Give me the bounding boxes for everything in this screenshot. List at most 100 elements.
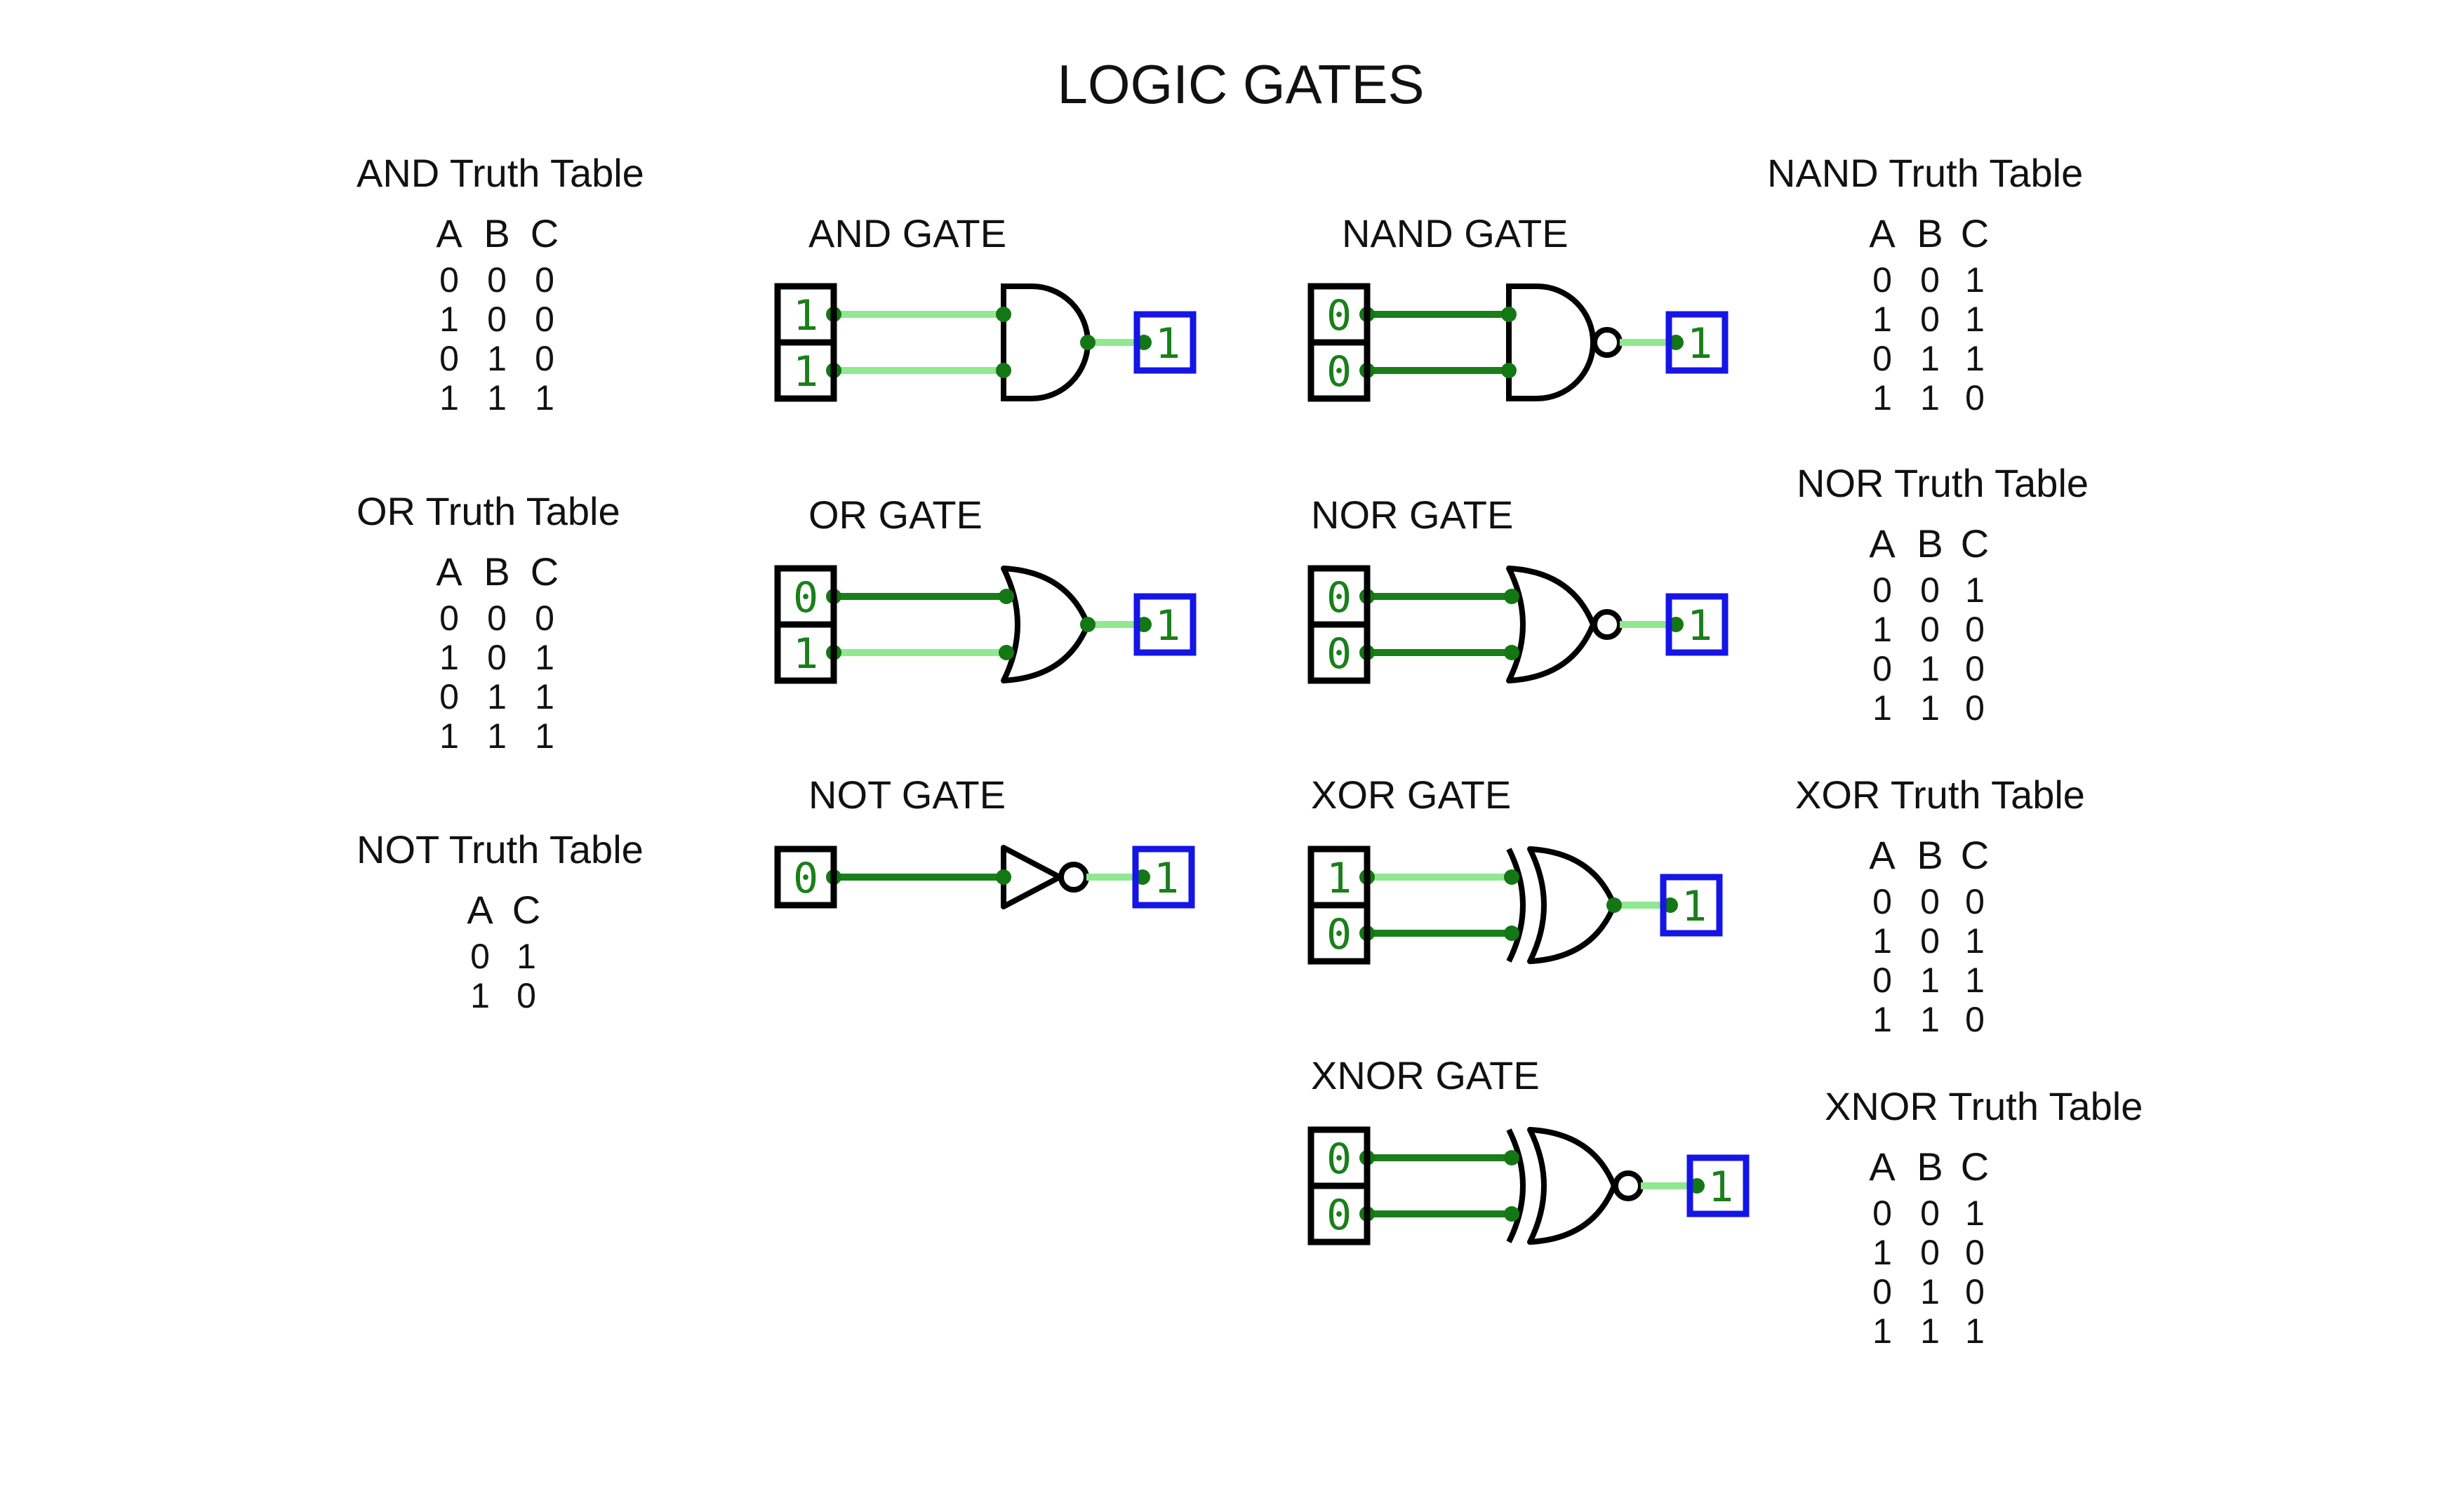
truth-table-cell: 1: [439, 638, 459, 677]
truth-table-cell: 1: [535, 378, 554, 417]
output-probe: [1665, 593, 1729, 656]
output-value: 1: [1708, 1163, 1733, 1212]
wire-junction: [1501, 307, 1517, 322]
output-value: 1: [1155, 319, 1180, 368]
nand-gate-symbol: [1506, 283, 1596, 401]
truth-table-cell: 1: [487, 677, 507, 716]
input-value: 1: [793, 629, 818, 679]
input-pin[interactable]: [1307, 339, 1371, 402]
truth-table-cell: 1: [439, 378, 459, 417]
truth-table-title: NAND Truth Table: [1767, 151, 2083, 195]
input-value: 0: [1326, 573, 1352, 622]
input-pin[interactable]: [774, 621, 837, 684]
truth-table-header: C: [531, 549, 559, 594]
input-value: 0: [1326, 347, 1352, 396]
truth-table-header: B: [1917, 211, 1943, 255]
input-pin[interactable]: [774, 339, 837, 402]
truth-table-cell: 0: [1965, 688, 1985, 728]
truth-table-cell: 1: [517, 937, 536, 976]
truth-table-header: B: [484, 549, 510, 594]
truth-table-cell: 0: [439, 677, 459, 716]
truth-table-cell: 1: [487, 378, 507, 417]
truth-table-cell: 1: [1920, 961, 1940, 1000]
truth-table-cell: 0: [535, 599, 554, 638]
nor-gate-symbol: [1506, 566, 1596, 683]
wire-junction: [996, 307, 1011, 322]
truth-table-cell: 1: [1872, 378, 1892, 417]
truth-table-cell: 1: [535, 638, 554, 677]
truth-table-cell: 0: [487, 638, 507, 677]
output-value: 1: [1687, 319, 1712, 368]
input-value: 0: [793, 573, 818, 622]
input-value: 0: [1326, 291, 1352, 340]
truth-table-cell: 1: [1965, 260, 1985, 300]
truth-table-cell: 0: [1965, 882, 1985, 921]
input-pin[interactable]: [1307, 902, 1371, 965]
truth-table-cell: 0: [1920, 610, 1940, 649]
truth-table-cell: 1: [1872, 1311, 1892, 1351]
truth-table-cell: 0: [1920, 260, 1940, 300]
truth-table-cell: 1: [1872, 688, 1892, 728]
truth-table-cell: 0: [487, 260, 507, 300]
wire-junction: [1080, 335, 1096, 350]
gate-label: XOR GATE: [1311, 773, 1511, 817]
truth-table-title: NOR Truth Table: [1797, 461, 2089, 505]
truth-table-cell: 0: [535, 300, 554, 339]
truth-table-cell: 1: [1920, 649, 1940, 688]
truth-table-header: C: [1961, 1144, 1989, 1189]
truth-table-header: C: [1961, 211, 1989, 255]
truth-table-cell: 0: [517, 976, 536, 1015]
truth-table-cell: 1: [1965, 339, 1985, 378]
truth-table-cell: 0: [1965, 1272, 1985, 1311]
output-probe: [1665, 311, 1729, 374]
truth-table-cell: 0: [1872, 1194, 1892, 1233]
truth-table-header: A: [467, 888, 493, 932]
wire-junction: [1606, 897, 1622, 913]
truth-table-header: C: [1961, 833, 1989, 877]
output-value: 1: [1687, 601, 1712, 650]
truth-table-cell: 0: [1920, 1194, 1940, 1233]
truth-table-header: A: [436, 211, 462, 255]
truth-table-cell: 1: [1965, 921, 1985, 961]
truth-table-cell: 1: [1965, 1194, 1985, 1233]
truth-table-cell: 1: [470, 976, 490, 1015]
input-pin[interactable]: [774, 846, 837, 909]
gate-label: NOT GATE: [808, 773, 1006, 817]
output-probe: [1133, 593, 1197, 656]
truth-table-title: OR Truth Table: [357, 489, 620, 533]
wire-junction: [1501, 363, 1517, 378]
truth-table-cell: 0: [535, 339, 554, 378]
inversion-bubble: [1592, 327, 1623, 358]
wire-junction: [999, 645, 1014, 660]
gate-label: XNOR GATE: [1311, 1053, 1540, 1097]
truth-table-title: NOT Truth Table: [357, 827, 644, 871]
truth-table-cell: 0: [1872, 260, 1892, 300]
output-value: 1: [1155, 601, 1180, 650]
inversion-bubble: [1058, 862, 1089, 893]
truth-table-cell: 1: [1920, 688, 1940, 728]
input-value: 1: [793, 347, 818, 396]
output-value: 1: [1154, 854, 1179, 903]
truth-table-cell: 1: [1920, 1272, 1940, 1311]
output-value: 1: [1681, 882, 1707, 931]
truth-table-header: A: [1869, 1144, 1896, 1189]
input-pin[interactable]: [1307, 1182, 1371, 1245]
input-pin[interactable]: [1307, 621, 1371, 684]
truth-table-header: C: [512, 888, 540, 932]
truth-table-header: A: [1869, 211, 1896, 255]
truth-table-cell: 1: [487, 716, 507, 756]
truth-table-cell: 0: [1965, 378, 1985, 417]
truth-table-cell: 0: [439, 260, 459, 300]
truth-table-cell: 1: [1872, 921, 1892, 961]
gate-label: NOR GATE: [1311, 493, 1513, 537]
xnor-gate-back-curve: [1506, 1128, 1526, 1243]
